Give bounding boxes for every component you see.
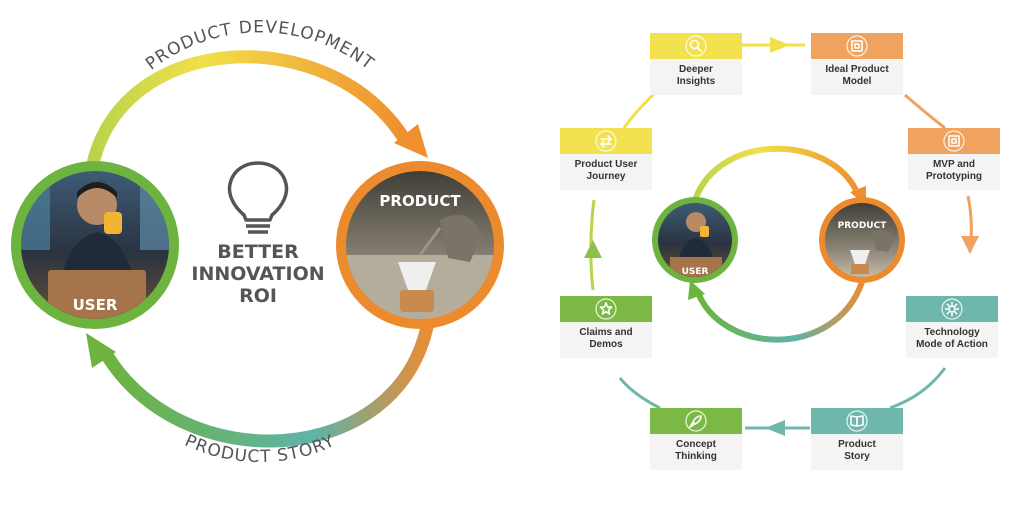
- step-label-line: Prototyping: [926, 171, 982, 182]
- inner-bottom-arrowhead: [688, 280, 705, 300]
- ring-arrow-left: [584, 240, 602, 258]
- magnifier-icon: [685, 35, 707, 57]
- product-development-arrowhead: [394, 124, 428, 158]
- center-line-1: BETTER: [217, 241, 299, 263]
- center-line-2: INNOVATION: [191, 263, 324, 285]
- book-icon: [846, 410, 868, 432]
- step-card-body: [811, 59, 903, 95]
- step-label-line: Product User: [575, 159, 638, 170]
- step-label-line: Ideal Product: [825, 64, 889, 75]
- step-card-body: [560, 322, 652, 358]
- user-label: USER: [73, 296, 118, 314]
- product-circle: PRODUCT: [336, 161, 504, 329]
- step-label-line: Concept: [676, 439, 717, 450]
- small-user-photo: [658, 203, 732, 277]
- step-label-line: Technology: [924, 327, 980, 338]
- ring-arrow-bottom: [765, 420, 785, 436]
- step-label-line: Journey: [587, 171, 626, 182]
- rocket-icon: [685, 410, 707, 432]
- step-card-header: [906, 296, 998, 322]
- left-cycle-diagram: PRODUCT DEVELOPMENT PRODUCT STORY USER: [11, 17, 504, 467]
- star-icon: [595, 298, 617, 320]
- step-card-header: [560, 128, 652, 154]
- product-label: PRODUCT: [379, 192, 461, 210]
- step-card-header: [650, 33, 742, 59]
- step-card-body: [650, 59, 742, 95]
- inner-top-arc: [692, 145, 861, 202]
- outer-cycle-ring: [589, 43, 973, 430]
- ring-arrow-top: [770, 37, 790, 53]
- step-label-line: Model: [843, 76, 872, 87]
- lightbulb-icon: [227, 161, 289, 234]
- small-user-label: USER: [682, 267, 709, 277]
- ring-arrow-right: [961, 236, 979, 254]
- product-story-arc: [99, 320, 435, 448]
- step-card-header: [560, 296, 652, 322]
- step-label-line: Deeper: [679, 64, 713, 75]
- product-development-arc: [85, 50, 411, 170]
- small-product-photo: [825, 203, 899, 277]
- center-line-3: ROI: [239, 285, 277, 307]
- product-story-arrowhead: [86, 333, 116, 368]
- step-label-line: Thinking: [675, 451, 717, 462]
- step-card-header: [811, 33, 903, 59]
- small-product-label: PRODUCT: [838, 221, 888, 231]
- step-card-body: [560, 154, 652, 190]
- step-card-body: [811, 434, 903, 470]
- step-card-header: [650, 408, 742, 434]
- step-label-line: Claims and: [579, 327, 632, 338]
- prototype-icon: [943, 130, 965, 152]
- user-circle: USER: [11, 161, 179, 329]
- step-card-body: [650, 434, 742, 470]
- step-label-line: MVP and: [933, 159, 975, 170]
- step-label-line: Demos: [589, 339, 623, 350]
- step-label-line: Product: [838, 439, 876, 450]
- step-card-body: [906, 322, 998, 358]
- small-product-circle: PRODUCT: [819, 197, 905, 283]
- swap-arrows-icon: [595, 130, 617, 152]
- small-user-circle: USER: [652, 197, 738, 283]
- step-card-header: [908, 128, 1000, 154]
- step-label-line: Mode of Action: [916, 339, 988, 350]
- step-card-body: [908, 154, 1000, 190]
- step-label-line: Story: [844, 451, 870, 462]
- inner-bottom-arc: [694, 281, 865, 343]
- gear-icon: [941, 298, 963, 320]
- step-label-line: Insights: [677, 76, 716, 87]
- blueprint-icon: [846, 35, 868, 57]
